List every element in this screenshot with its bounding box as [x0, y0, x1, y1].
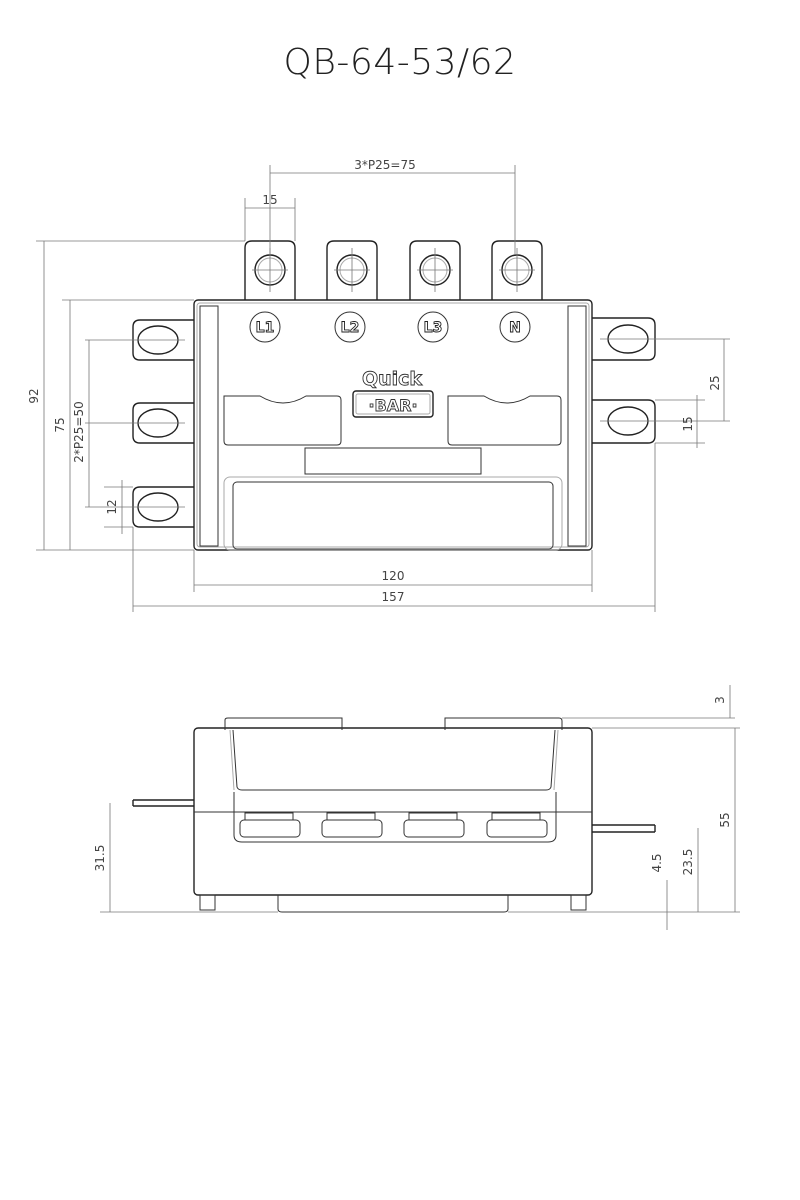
label-plate — [304, 447, 482, 475]
svg-text:3*P25=75: 3*P25=75 — [354, 158, 415, 172]
top-dimensions: 3*P25=75 15 92 75 2*P25=50 12 25 15 120 … — [27, 158, 725, 612]
svg-text:23.5: 23.5 — [681, 849, 695, 876]
terminal-tab-l3 — [409, 240, 461, 300]
svg-text:92: 92 — [27, 388, 41, 403]
side-dimensions: 3 55 31.5 4.5 23.5 — [93, 685, 740, 930]
svg-text:15: 15 — [681, 416, 695, 431]
side-rail-left — [199, 305, 219, 547]
label-l1: L1 — [256, 320, 275, 336]
svg-text:15: 15 — [262, 193, 277, 207]
left-terminals — [85, 319, 194, 528]
drawing-title: QB-64-53/62 — [283, 42, 517, 83]
side-sockets — [239, 812, 548, 838]
window-left — [223, 395, 342, 446]
lower-recess — [232, 481, 554, 550]
top-view: L1 L2 L3 N Quick ·BAR· 3*P25=75 15 92 75 — [27, 158, 730, 612]
svg-text:157: 157 — [382, 590, 405, 604]
label-n: N — [509, 320, 521, 336]
svg-text:4.5: 4.5 — [650, 853, 664, 872]
svg-text:25: 25 — [708, 375, 722, 390]
svg-text:Quick: Quick — [362, 368, 422, 390]
top-terminals — [244, 240, 543, 300]
window-right — [447, 395, 562, 446]
phase-labels: L1 L2 L3 N — [249, 311, 531, 343]
svg-text:75: 75 — [53, 417, 67, 432]
terminal-tab-n — [491, 240, 543, 300]
svg-text:55: 55 — [718, 812, 732, 827]
side-rail-right — [567, 305, 587, 547]
right-terminals — [592, 317, 730, 444]
quickbar-logo: Quick ·BAR· — [352, 368, 434, 418]
terminal-tab-l2 — [326, 240, 378, 300]
svg-text:·BAR·: ·BAR· — [368, 396, 417, 415]
side-view: 3 55 31.5 4.5 23.5 — [93, 685, 740, 930]
svg-text:12: 12 — [105, 499, 119, 514]
label-l3: L3 — [424, 320, 443, 336]
svg-text:31.5: 31.5 — [93, 845, 107, 872]
svg-text:3: 3 — [713, 696, 727, 704]
svg-text:120: 120 — [382, 569, 405, 583]
svg-text:2*P25=50: 2*P25=50 — [72, 401, 86, 462]
label-l2: L2 — [341, 320, 360, 336]
